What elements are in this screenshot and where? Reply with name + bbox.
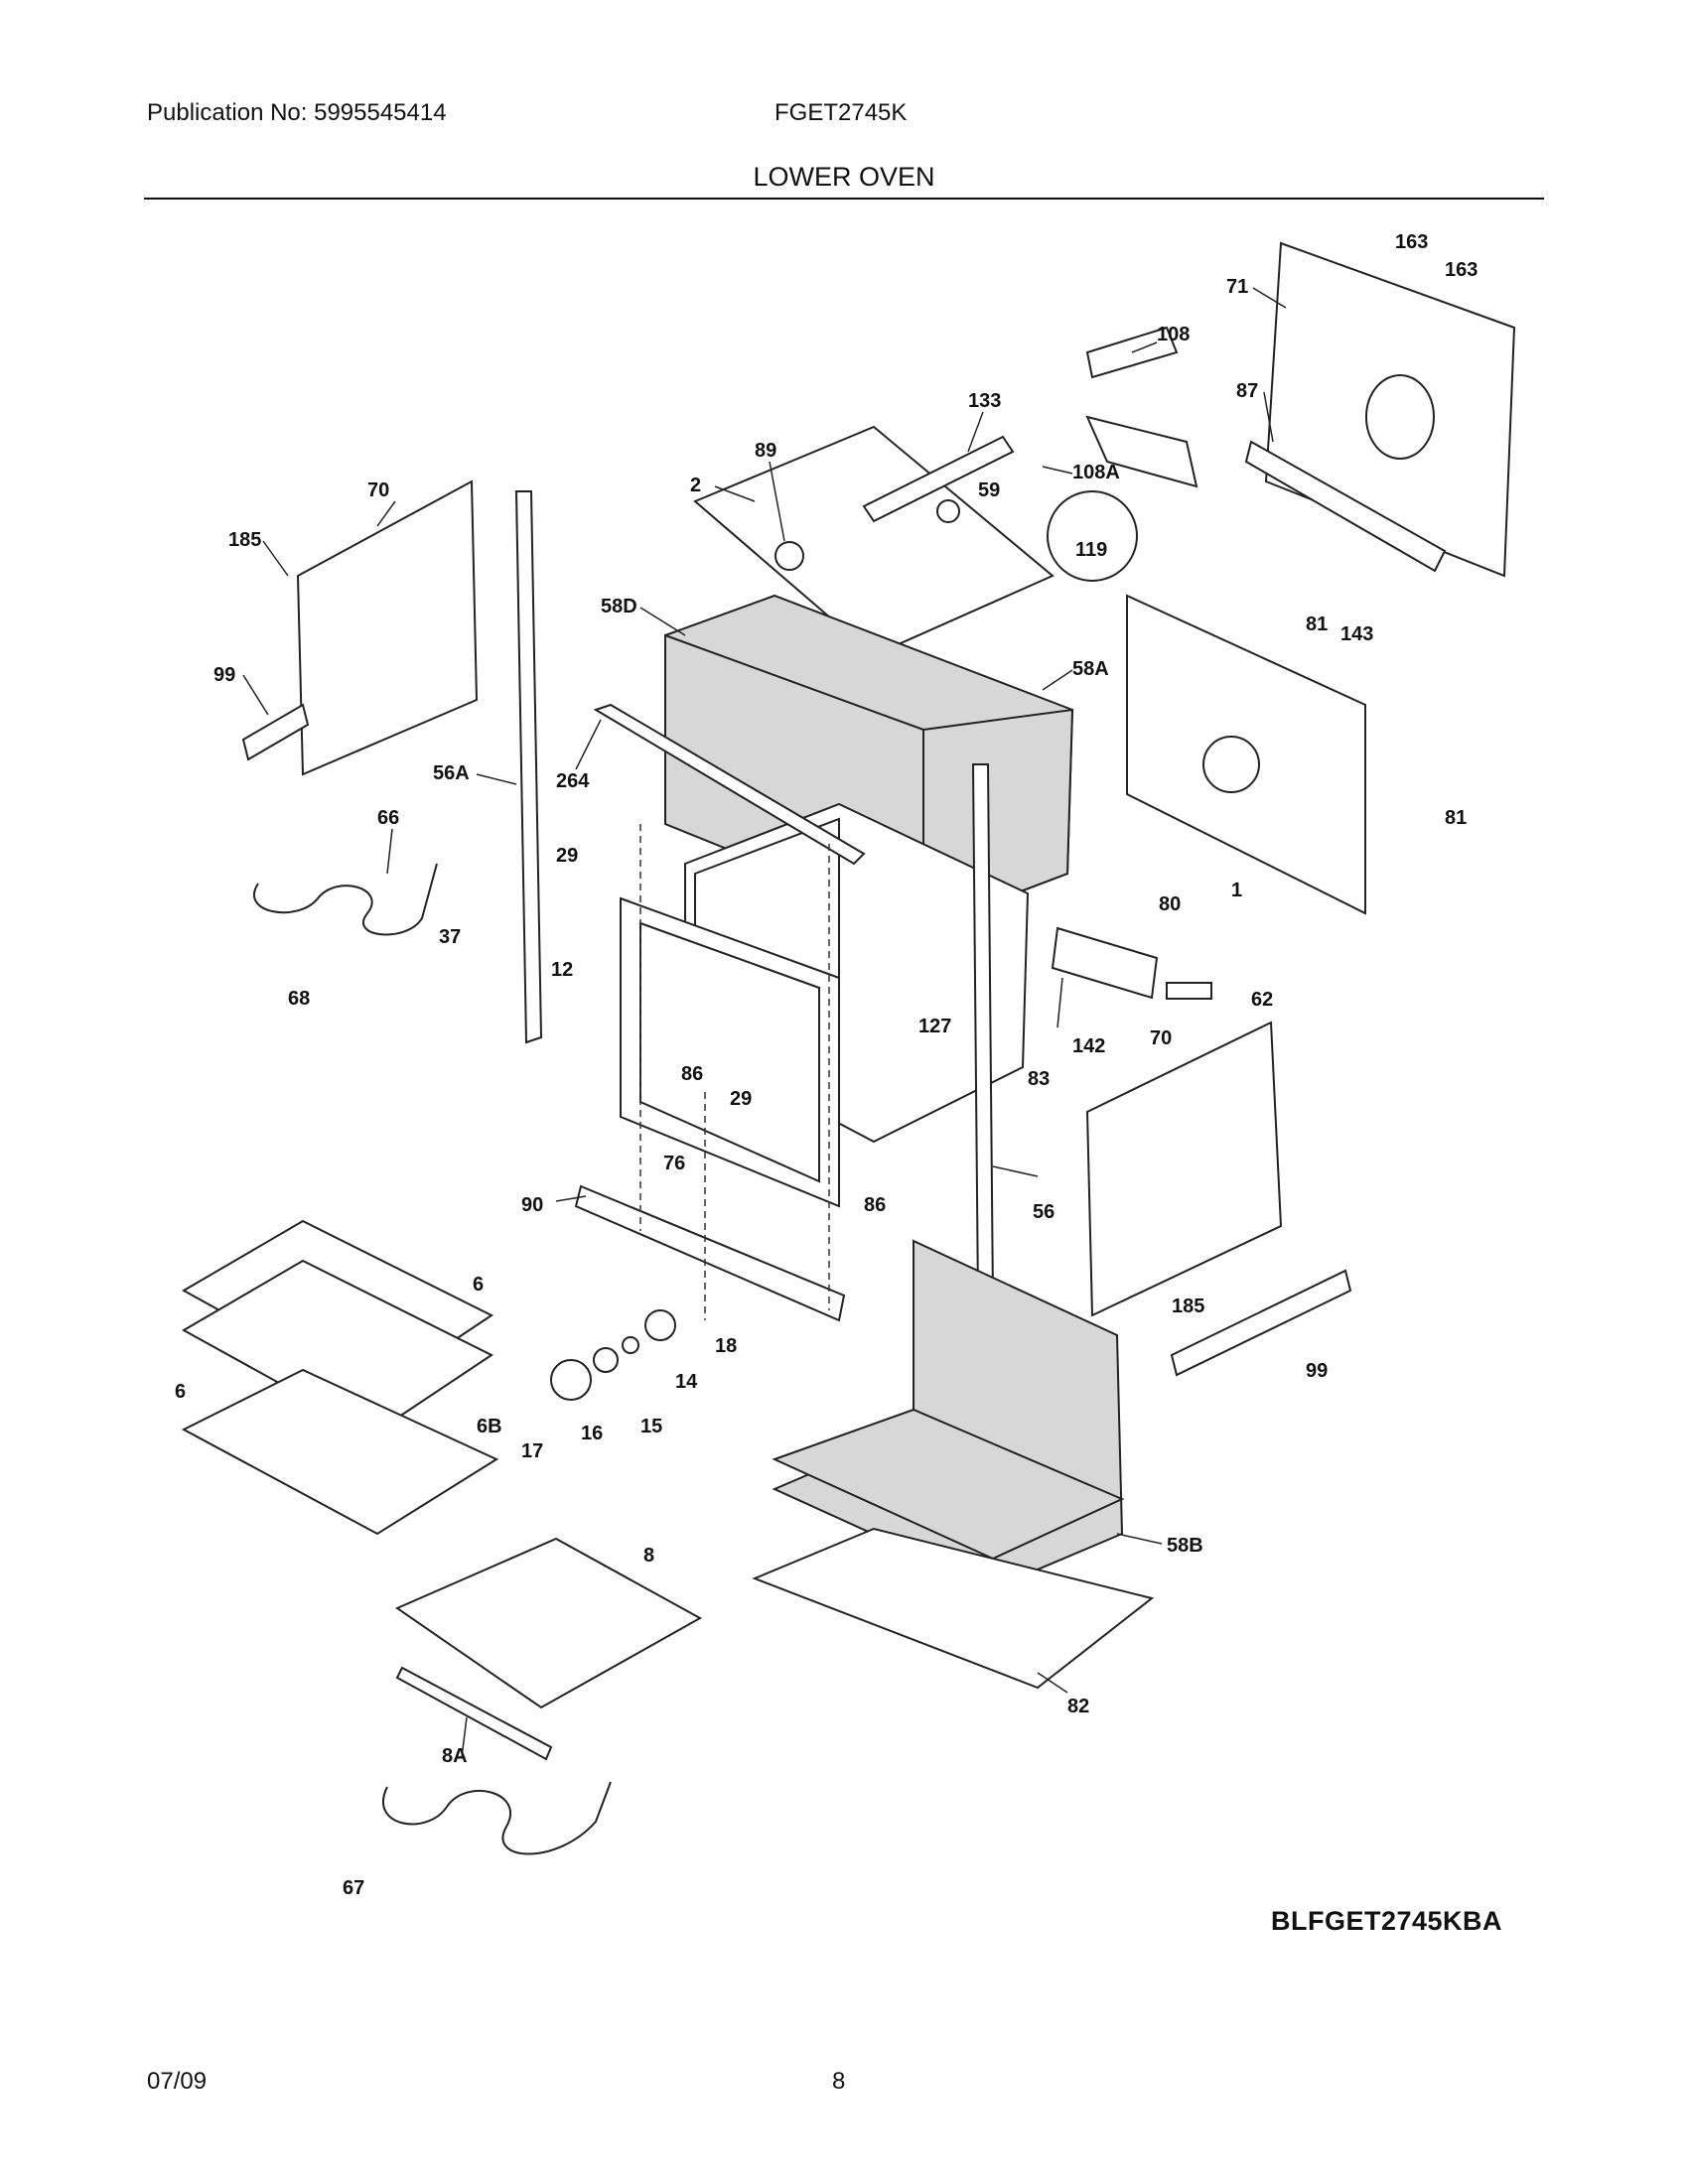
callout: 12 [551, 959, 573, 981]
header-rule [144, 198, 1544, 200]
socket-part-18 [644, 1309, 676, 1341]
callout: 6 [175, 1381, 186, 1403]
callout: 29 [730, 1088, 752, 1110]
callout: 18 [715, 1335, 737, 1357]
callout: 2 [690, 475, 701, 496]
callout: 70 [1150, 1027, 1172, 1049]
callout: 185 [1172, 1296, 1204, 1317]
seal-part-14 [622, 1336, 639, 1354]
bracket-part-99-left [241, 703, 310, 761]
bake-element-part-67 [382, 1781, 612, 1855]
callout: 17 [521, 1440, 543, 1462]
leader-lines [242, 287, 1287, 1758]
callout: 59 [978, 479, 1000, 501]
callout: 163 [1395, 231, 1428, 253]
trim-part-90 [574, 1184, 846, 1322]
bracket-part-142 [1051, 926, 1159, 1000]
callout: 87 [1236, 380, 1258, 402]
callout: 86 [681, 1063, 703, 1085]
callout: 66 [377, 807, 399, 829]
callout: 8A [442, 1745, 468, 1767]
top-plate-part-2 [693, 425, 1055, 657]
callout: 133 [968, 390, 1001, 412]
thermal-switch-part-119 [1047, 490, 1138, 582]
callout: 264 [556, 770, 590, 792]
bracket-part-264 [593, 703, 866, 866]
rack-part-6B [181, 1368, 499, 1536]
insulation-bottom-face [772, 1408, 1125, 1561]
callout: 86 [864, 1194, 886, 1216]
publication-date: 07/09 [147, 2068, 208, 2095]
callout: 99 [213, 664, 235, 686]
callout: 6B [477, 1416, 502, 1437]
callout: 99 [1306, 1360, 1328, 1382]
callout: 71 [1226, 276, 1248, 298]
callout: 108A [1072, 462, 1120, 483]
callout: 83 [1028, 1068, 1050, 1090]
door-trim-part-8A [395, 1666, 553, 1761]
rear-wall-fan-opening [1202, 736, 1260, 793]
model-number: FGET2745K [774, 99, 908, 126]
bracket-part-99-right [1170, 1269, 1352, 1377]
callout: 62 [1251, 989, 1273, 1011]
callout: 76 [663, 1153, 685, 1174]
callout: 108 [1157, 324, 1190, 345]
callout: 15 [640, 1416, 662, 1437]
broil-element-part-66 [253, 863, 438, 936]
bracket-part-87 [1244, 440, 1447, 573]
diagram-code: BLFGET2745KBA [1271, 1906, 1503, 1936]
top-bracket-part-133 [862, 435, 1015, 523]
callout: 90 [521, 1194, 543, 1216]
side-rail-part-56A [514, 490, 543, 1044]
callout: 82 [1067, 1696, 1089, 1717]
callout: 80 [1159, 893, 1181, 915]
page-number: 8 [832, 2068, 846, 2095]
callout: 81 [1445, 807, 1467, 829]
callout: 89 [755, 440, 776, 462]
callout: 37 [439, 926, 461, 948]
callout: 185 [228, 529, 261, 551]
side-panel-part-70-right [1085, 1021, 1283, 1317]
side-panel-part-70-left [296, 479, 479, 776]
rear-wall-part-1 [1126, 594, 1366, 915]
callout: 127 [918, 1016, 951, 1037]
bottom-tray-part-82 [752, 1527, 1155, 1690]
publication-number: Publication No: 5995545414 [147, 99, 447, 126]
lamp-cover-part-16 [550, 1359, 592, 1401]
callout: 58D [601, 596, 637, 617]
sensor-part-59 [936, 499, 960, 523]
callout: 16 [581, 1423, 603, 1444]
callout: 142 [1072, 1035, 1105, 1057]
callout: 163 [1445, 259, 1477, 281]
terminal-block-part-62 [1166, 982, 1212, 1000]
callout: 68 [288, 988, 310, 1010]
vent-bracket-part-108A [1085, 415, 1198, 488]
callout: 1 [1231, 880, 1242, 901]
callout: 56 [1033, 1201, 1055, 1223]
callout: 8 [643, 1545, 654, 1567]
section-title: LOWER OVEN [753, 162, 935, 192]
callout: 29 [556, 845, 578, 867]
bulb-part-15 [593, 1347, 619, 1373]
callout-labels: 163 163 71 108 87 133 89 2 59 108A 119 7… [175, 231, 1477, 1899]
callout: 14 [675, 1371, 698, 1393]
callout: 67 [343, 1877, 364, 1899]
callout: 6 [473, 1274, 484, 1296]
callout: 119 [1075, 539, 1107, 561]
callout: 143 [1340, 623, 1373, 645]
back-panel-hole [1365, 374, 1435, 460]
callout: 70 [367, 479, 389, 501]
door-part-8 [394, 1537, 703, 1709]
thermostat-part-89 [774, 541, 804, 571]
callout: 58A [1072, 658, 1109, 680]
callout: 58B [1167, 1535, 1203, 1557]
callout: 81 [1306, 614, 1328, 635]
callout: 56A [433, 762, 470, 784]
